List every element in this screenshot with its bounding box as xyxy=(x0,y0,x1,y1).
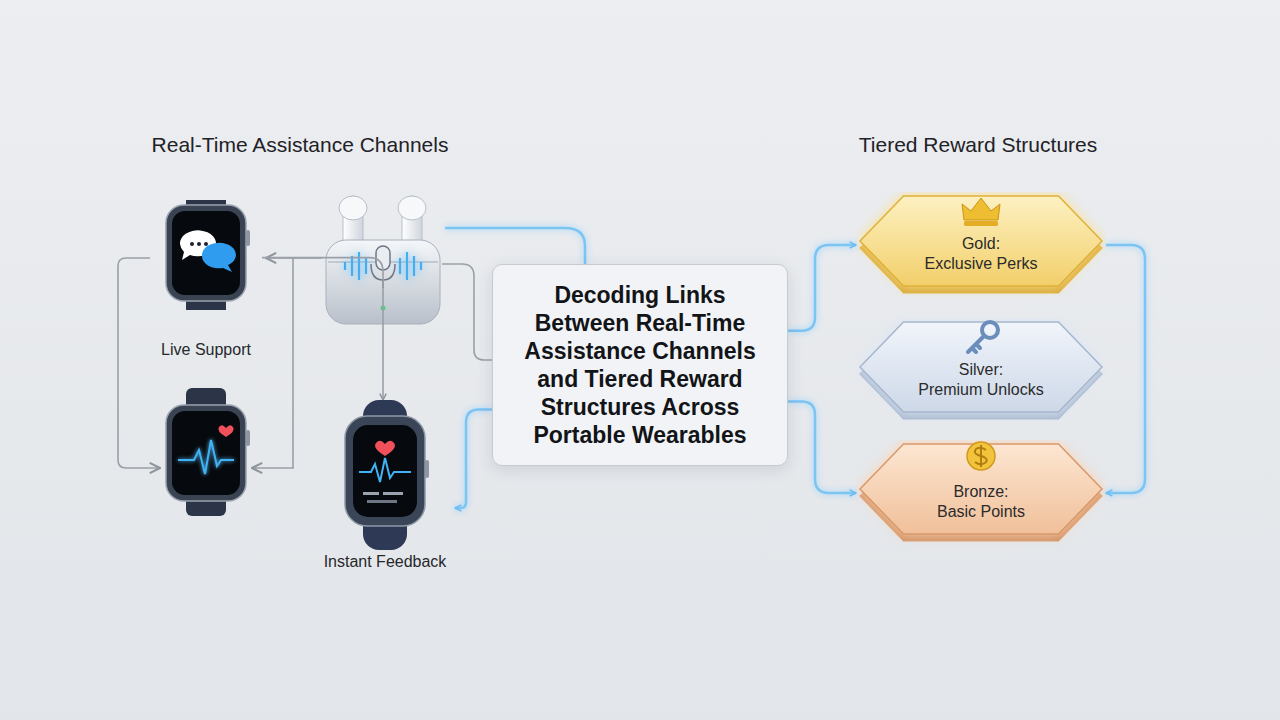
tier-name: Silver: xyxy=(959,360,1003,380)
ecg-line xyxy=(359,458,411,482)
center-wire xyxy=(442,264,492,360)
heart-symbol xyxy=(218,425,233,437)
title-text: Decoding Links Between Real-Time Assista… xyxy=(505,281,775,449)
watch-crown xyxy=(246,230,250,246)
title-text-group: Decoding Links Between Real-Time Assista… xyxy=(505,281,775,449)
earbud-head xyxy=(398,196,426,220)
band-button xyxy=(425,460,429,478)
section-heading: Real-Time Assistance Channels xyxy=(152,133,449,157)
fitness-band-icon xyxy=(315,400,455,550)
crown-base xyxy=(964,221,998,226)
tier-benefit: Exclusive Perks xyxy=(925,254,1038,274)
connector-arrow xyxy=(1106,245,1145,493)
glow-wire xyxy=(445,228,585,264)
tier-icon xyxy=(968,322,998,352)
watch-crown xyxy=(246,430,250,446)
watch-body xyxy=(166,405,246,501)
band-screen xyxy=(353,425,417,517)
plate-face xyxy=(860,322,1102,412)
key-shaft xyxy=(968,336,984,352)
branch-wire xyxy=(252,258,293,468)
watch-screen xyxy=(172,411,240,495)
connector-arrow xyxy=(262,258,383,400)
chat-watch-icon xyxy=(150,200,262,310)
device-node: Live Support xyxy=(150,200,262,360)
coin-icon xyxy=(967,442,995,470)
connector-arrow xyxy=(788,401,856,493)
connector-arrow xyxy=(788,245,856,331)
device-label: Live Support xyxy=(161,340,251,360)
tier-plate-node: Silver:Premium Unlocks xyxy=(856,318,1106,424)
plate-face xyxy=(860,444,1102,534)
ecg-line xyxy=(178,440,234,474)
crown-icon xyxy=(962,198,1000,220)
heart-watch-illustration xyxy=(166,388,250,516)
watch-screen xyxy=(172,211,240,295)
section-heading: Tiered Reward Structures xyxy=(859,133,1097,157)
watch-body xyxy=(166,205,246,301)
earbud-head xyxy=(339,196,367,220)
tier-name: Gold: xyxy=(962,234,1000,254)
currency-symbol xyxy=(975,445,987,467)
title-box: Decoding Links Between Real-Time Assista… xyxy=(492,264,788,466)
connector-arrow xyxy=(455,409,492,508)
band-body xyxy=(345,416,425,526)
device-label: Instant Feedback xyxy=(324,552,447,572)
tier-benefit: Premium Unlocks xyxy=(918,380,1043,400)
chat-bubble xyxy=(202,243,236,272)
tier-plate-node: Bronze:Basic Points xyxy=(856,440,1106,546)
tier-icon xyxy=(962,198,1000,226)
tier-plate-node: Gold:Exclusive Perks xyxy=(856,192,1106,298)
plate-face xyxy=(860,196,1102,286)
tier-name: Bronze: xyxy=(953,482,1008,502)
device-node: Instant Feedback xyxy=(315,400,455,572)
loop-wire xyxy=(118,258,160,468)
tier-icon xyxy=(967,442,995,470)
heart-symbol xyxy=(375,441,395,456)
tier-benefit: Basic Points xyxy=(937,502,1025,522)
